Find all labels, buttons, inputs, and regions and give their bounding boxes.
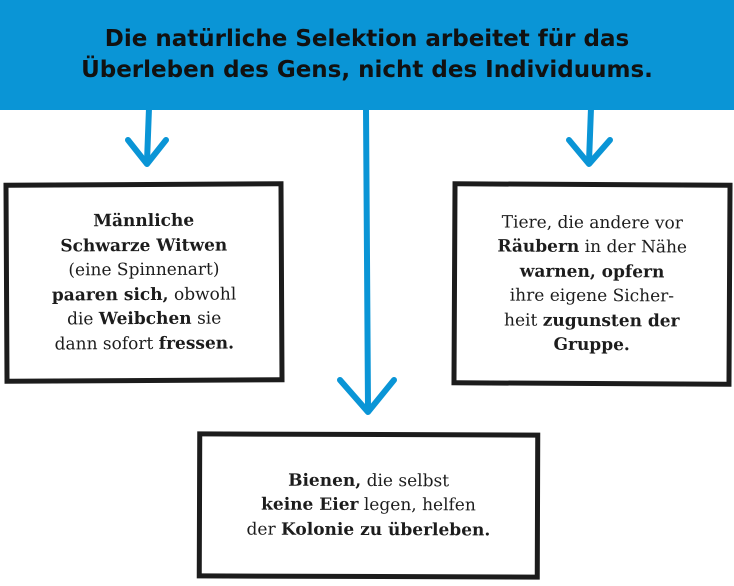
header-title-line-1: Die natürliche Selektion arbeitet für da…: [104, 26, 630, 52]
black-widows-text: Männliche Schwarze Witwen (eine Spinnena…: [51, 209, 236, 357]
example-box-warning-animals: Tiere, die andere vor Räubern in der Näh…: [451, 181, 733, 387]
header-title: Die natürliche Selektion arbeitet für da…: [47, 24, 687, 86]
text-bold: Bienen,: [288, 470, 362, 491]
text-bold: warnen, opfern: [519, 261, 665, 282]
text: ihre eigene Sicher-: [509, 285, 675, 307]
text: Tiere, die andere vor: [501, 212, 683, 233]
text-bold: paaren sich,: [51, 284, 169, 305]
text: obwohl: [168, 284, 237, 305]
text: der: [246, 519, 282, 540]
text: (eine Spinnenart): [68, 259, 220, 281]
text-bold: Räubern: [497, 236, 580, 257]
header-title-line-2: Überleben des Gens, nicht des Individuum…: [81, 57, 653, 83]
text-bold: keine Eier: [261, 494, 359, 516]
text-bold: zugunsten der: [542, 310, 680, 331]
text-bold: Kolonie zu überleben.: [280, 519, 491, 541]
text-bold: Männliche: [93, 210, 195, 232]
example-box-black-widows: Männliche Schwarze Witwen (eine Spinnena…: [3, 181, 285, 384]
text: dann sofort: [54, 333, 159, 354]
text-bold: Weibchen: [98, 308, 192, 330]
warning-animals-text: Tiere, die andere vor Räubern in der Näh…: [497, 210, 687, 358]
arrow-down-left: [125, 105, 169, 167]
example-box-bees: Bienen, die selbst keine Eier legen, hel…: [196, 431, 541, 580]
text: in der Nähe: [579, 236, 688, 258]
text: legen, helfen: [358, 495, 476, 516]
arrow-down-center: [337, 105, 397, 415]
text-bold: Gruppe.: [553, 334, 630, 356]
bees-text: Bienen, die selbst keine Eier legen, hel…: [246, 468, 490, 542]
text: sie: [191, 308, 222, 329]
text-bold: fressen.: [158, 333, 235, 354]
text: heit: [504, 310, 543, 331]
text: die selbst: [361, 470, 450, 492]
text-bold: Schwarze Witwen: [60, 235, 228, 256]
arrow-down-right: [566, 105, 613, 167]
text: die: [67, 309, 99, 330]
header-banner: Die natürliche Selektion arbeitet für da…: [0, 0, 734, 110]
